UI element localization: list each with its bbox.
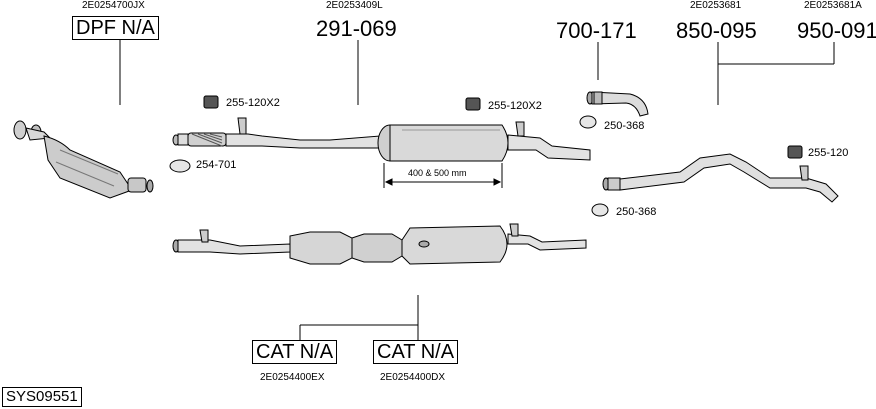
clamp-label-1[interactable]: 255-120X2 bbox=[226, 97, 280, 109]
oem-code-tail-a: 2E0253681 bbox=[690, 0, 742, 11]
clamp-label-2[interactable]: 255-120X2 bbox=[488, 100, 542, 112]
part-number-tail-a[interactable]: 850-095 bbox=[676, 18, 757, 43]
oem-code-cat-b: 2E0254400DX bbox=[380, 372, 446, 383]
cat-na-label-a: CAT N/A bbox=[252, 340, 338, 364]
dpf-drawing bbox=[13, 120, 154, 199]
clamp-label-6[interactable]: 250-368 bbox=[616, 206, 657, 218]
cat-na-label-b: CAT N/A bbox=[373, 340, 459, 364]
oem-code-dpf: 2E0254700JX bbox=[82, 0, 145, 11]
dpf-na-label: DPF N/A bbox=[72, 16, 159, 40]
system-id: SYS09551 bbox=[2, 387, 82, 407]
clamp-label-3[interactable]: 254-701 bbox=[196, 159, 237, 171]
oem-code-front-pipe: 2E0253409L bbox=[326, 0, 383, 11]
front-pipe-drawing bbox=[172, 117, 591, 162]
oem-code-cat-a: 2E0254400EX bbox=[260, 372, 325, 383]
tail-pipe-drawing bbox=[602, 153, 839, 203]
catalyst-assembly-drawing bbox=[172, 223, 587, 265]
clamp-icon bbox=[169, 95, 803, 217]
end-pipe-drawing bbox=[586, 91, 649, 117]
part-number-tail-b[interactable]: 950-091 bbox=[797, 18, 876, 43]
part-number-end-pipe[interactable]: 700-171 bbox=[556, 18, 637, 43]
clamp-label-4[interactable]: 250-368 bbox=[604, 120, 645, 132]
dimension-label: 400 & 500 mm bbox=[408, 168, 467, 178]
clamp-label-5[interactable]: 255-120 bbox=[808, 147, 849, 159]
oem-code-tail-b: 2E0253681A bbox=[804, 0, 862, 11]
dimension-arrow bbox=[383, 163, 503, 188]
part-number-front-pipe[interactable]: 291-069 bbox=[316, 16, 397, 41]
